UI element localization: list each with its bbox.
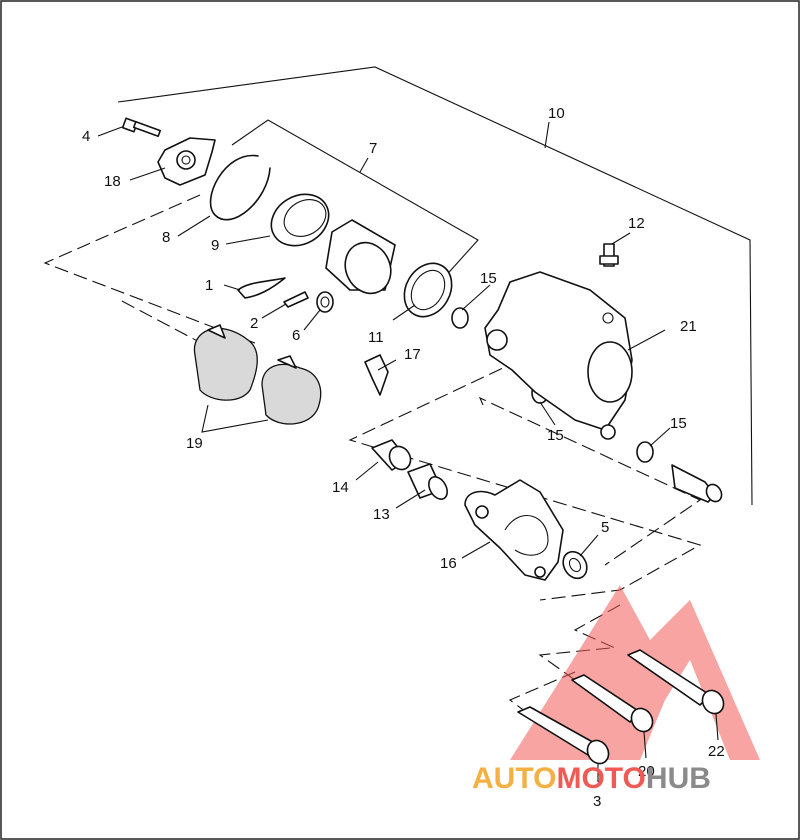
part-14-boot <box>371 439 412 471</box>
part-16-mounting-bracket <box>464 479 564 581</box>
part-15-oring-right <box>636 441 654 463</box>
callout-8: 8 <box>162 229 170 246</box>
callout-21: 21 <box>680 318 697 335</box>
callout-5: 5 <box>601 519 609 536</box>
callout-2: 2 <box>250 315 258 332</box>
leader-10 <box>544 121 550 149</box>
leader-1 <box>223 284 241 291</box>
bracket-7 <box>231 119 479 281</box>
callout-1: 1 <box>205 277 213 294</box>
leader-19 <box>201 404 269 433</box>
callout-9: 9 <box>211 237 219 254</box>
leader-20 <box>643 731 647 759</box>
leader-8 <box>177 215 211 237</box>
callout-15-top: 15 <box>480 270 497 287</box>
callout-19: 19 <box>186 435 203 452</box>
leader-13 <box>395 489 426 509</box>
leader-14 <box>355 461 379 481</box>
callout-22: 22 <box>708 743 725 760</box>
callout-6: 6 <box>292 327 300 344</box>
leader-9 <box>225 235 271 245</box>
dash-pin-right <box>478 396 702 566</box>
callout-15-right: 15 <box>670 415 687 432</box>
callout-11: 11 <box>368 329 384 346</box>
part-17-spring <box>364 354 389 396</box>
part-22-bolt <box>627 649 725 715</box>
callout-16: 16 <box>440 555 457 572</box>
callout-18: 18 <box>104 173 121 190</box>
watermark-text: AUTOMOTOHUB <box>472 762 711 795</box>
callout-12: 12 <box>628 215 645 232</box>
part-3-bolt <box>517 706 610 765</box>
watermark-moto: MOTO <box>556 762 645 795</box>
part-6-bushing <box>316 291 334 313</box>
callout-17: 17 <box>404 346 421 363</box>
part-13-sleeve <box>407 463 448 500</box>
part-18-plate <box>157 137 216 186</box>
part-2-pin <box>283 291 309 308</box>
leader-21 <box>627 329 666 351</box>
part-20-bolt <box>571 674 654 733</box>
part-21-caliper-body <box>484 271 633 440</box>
part-15-oring-top <box>451 307 469 329</box>
bracket-10 <box>117 66 753 506</box>
leader-16 <box>461 541 491 559</box>
leader-2 <box>261 303 287 319</box>
dash-pad-left <box>119 299 206 346</box>
leader-15-mid <box>539 401 556 426</box>
part-19-pad-left <box>193 324 258 401</box>
part-11-ring <box>403 262 453 318</box>
part-8-ring <box>209 154 271 221</box>
callout-15-mid: 15 <box>547 427 564 444</box>
callout-20: 20 <box>638 763 655 780</box>
leader-22 <box>715 713 719 741</box>
part-pin-right <box>671 464 723 503</box>
part-7-piston <box>325 219 396 295</box>
callout-13: 13 <box>373 506 390 523</box>
leader-4 <box>97 126 123 137</box>
watermark-auto: AUTO <box>472 762 556 795</box>
leader-5 <box>579 534 599 557</box>
leader-6 <box>303 309 321 331</box>
watermark-hub: HUB <box>646 762 711 795</box>
leader-12 <box>611 232 631 245</box>
leader-18 <box>129 167 166 181</box>
callout-7: 7 <box>369 140 377 157</box>
leader-11 <box>392 304 416 321</box>
leader-7 <box>359 157 369 173</box>
part-9-seal <box>270 193 330 247</box>
callout-3: 3 <box>593 793 601 810</box>
leader-15-right <box>649 427 671 447</box>
dash-bracket-lower <box>348 359 702 601</box>
part-1-clip <box>237 277 286 299</box>
leader-15-top <box>461 284 491 311</box>
callout-14: 14 <box>332 479 349 496</box>
leader-17 <box>377 359 397 371</box>
callout-4: 4 <box>82 128 90 145</box>
part-19-pad-right <box>261 355 322 425</box>
dash-pad-top <box>43 194 261 346</box>
part-4-bolt <box>121 117 162 138</box>
watermark-logo <box>510 585 760 760</box>
callout-10: 10 <box>548 105 565 122</box>
part-12-bleeder <box>599 243 619 267</box>
part-5-washer <box>562 550 588 580</box>
